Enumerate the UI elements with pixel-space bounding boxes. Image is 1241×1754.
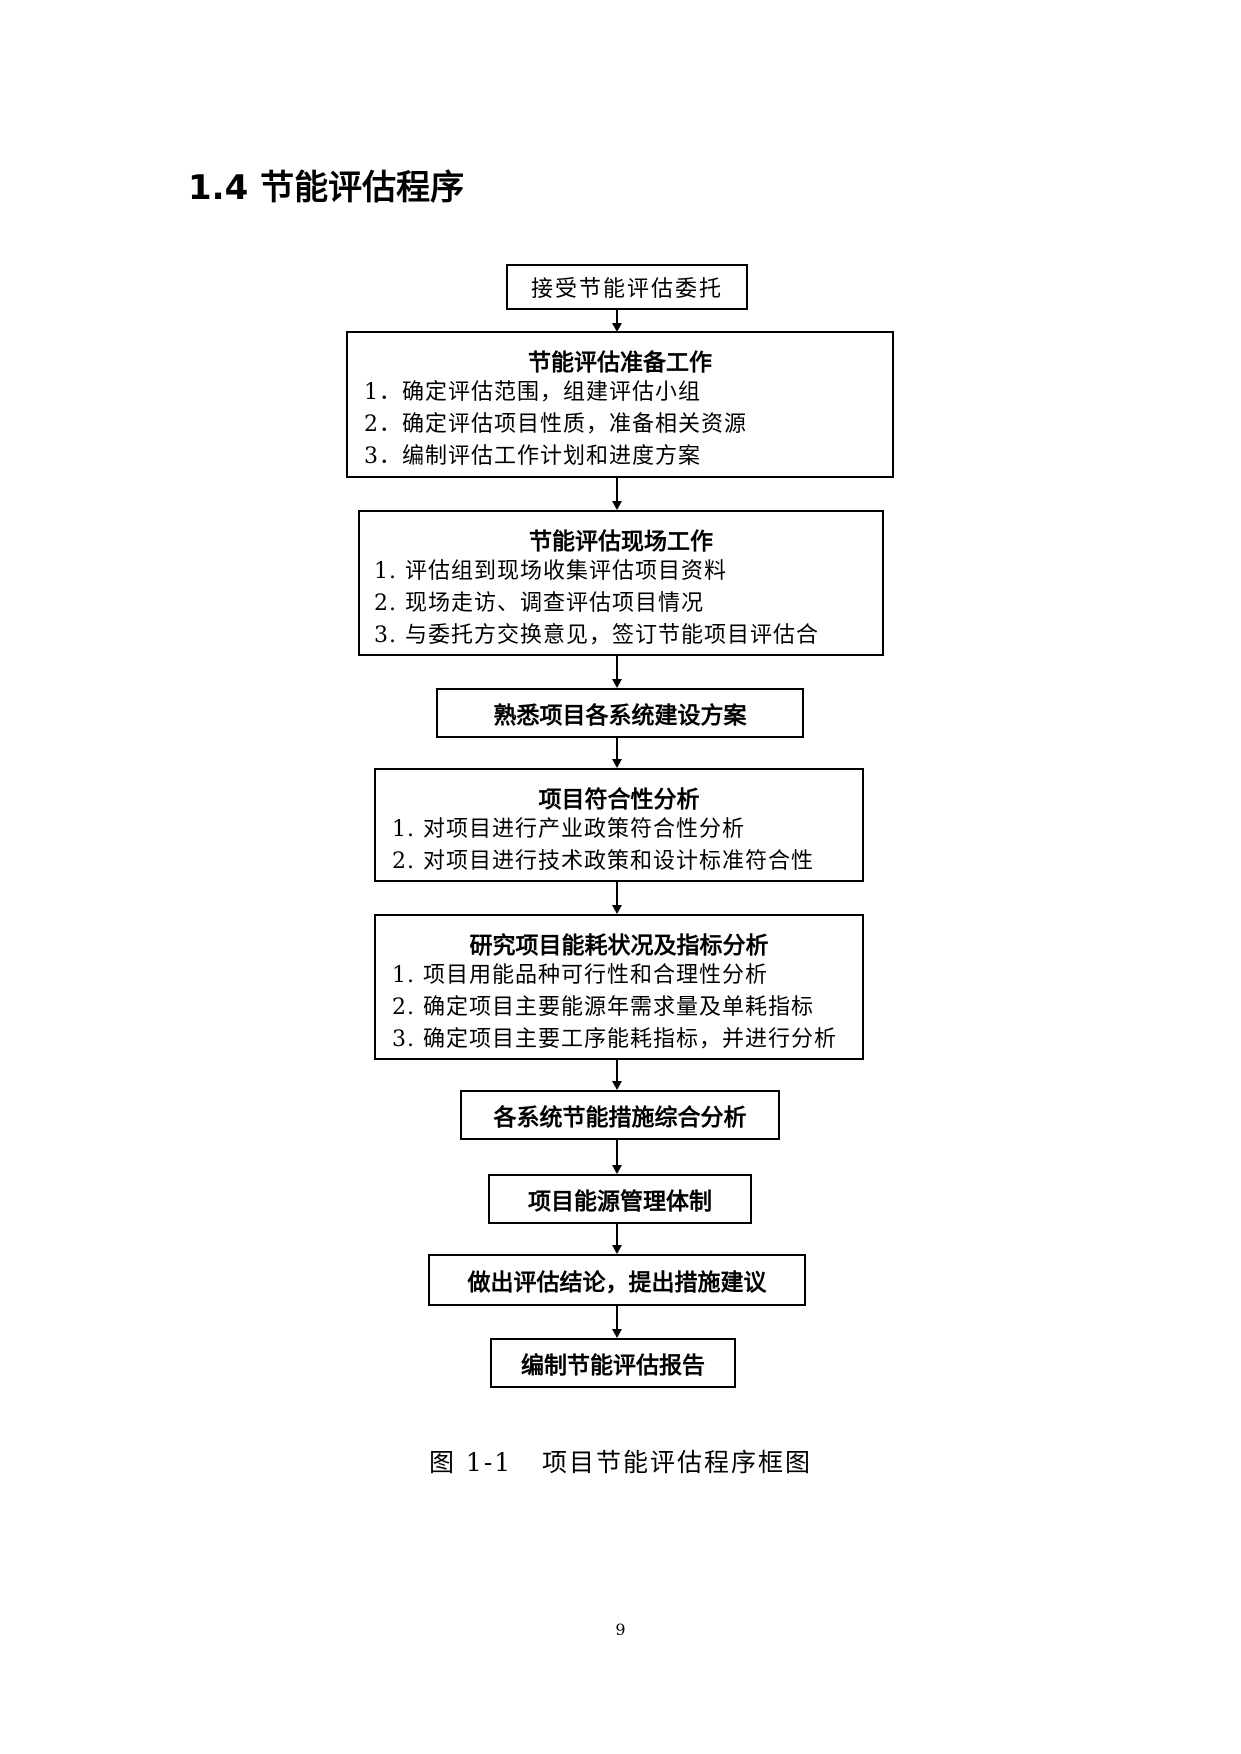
flow-arrow [612,1140,622,1174]
flow-arrow [612,656,622,688]
flow-step-title: 研究项目能耗状况及指标分析 [469,933,769,959]
flow-arrow [612,1306,622,1338]
flow-step-conclusion: 做出评估结论，提出措施建议 [428,1254,806,1306]
flow-step-item: 3. 与委托方交换意见，签订节能项目评估合 [374,623,819,648]
flow-step-system-plans: 熟悉项目各系统建设方案 [436,688,804,738]
flow-step-title: 节能评估现场工作 [529,529,713,555]
flow-step-energy-management: 项目能源管理体制 [488,1174,752,1224]
section-heading: 1.4 节能评估程序 [188,168,465,208]
flow-step-item: 2．确定评估项目性质，准备相关资源 [364,412,747,437]
flow-step-preparation: 节能评估准备工作 1．确定评估范围，组建评估小组 2．确定评估项目性质，准备相关… [346,331,894,478]
flow-arrow [612,738,622,768]
figure-caption: 图 1-1 项目节能评估程序框图 [428,1448,813,1477]
flow-step-compliance-analysis: 项目符合性分析 1. 对项目进行产业政策符合性分析 2. 对项目进行技术政策和设… [374,768,864,882]
flow-step-title: 项目符合性分析 [538,787,700,813]
flow-step-item: 1. 项目用能品种可行性和合理性分析 [392,963,768,988]
flow-step-item: 2. 对项目进行技术政策和设计标准符合性 [392,849,814,874]
flow-step-item: 2. 确定项目主要能源年需求量及单耗指标 [392,995,814,1020]
page-number: 9 [615,1620,626,1639]
flow-step-item: 1. 评估组到现场收集评估项目资料 [374,559,727,584]
flow-arrow [612,478,622,510]
flow-arrow [612,1060,622,1090]
flow-arrow [612,310,622,332]
flow-arrow [612,1224,622,1254]
flow-step-item: 1．确定评估范围，组建评估小组 [364,380,701,405]
flow-step-item: 2. 现场走访、调查评估项目情况 [374,591,704,616]
flow-step-onsite-work: 节能评估现场工作 1. 评估组到现场收集评估项目资料 2. 现场走访、调查评估项… [358,510,884,656]
flow-step-energy-consumption: 研究项目能耗状况及指标分析 1. 项目用能品种可行性和合理性分析 2. 确定项目… [374,914,864,1060]
flow-step-title: 节能评估准备工作 [528,350,712,376]
flow-step-item: 3．编制评估工作计划和进度方案 [364,444,701,469]
flow-step-item: 3. 确定项目主要工序能耗指标，并进行分析 [392,1027,837,1052]
flow-step-report: 编制节能评估报告 [490,1338,736,1388]
flow-step-measures-analysis: 各系统节能措施综合分析 [460,1090,780,1140]
flow-step-accept-commission: 接受节能评估委托 [506,264,748,310]
flow-step-item: 1. 对项目进行产业政策符合性分析 [392,817,745,842]
flow-arrow [612,882,622,914]
